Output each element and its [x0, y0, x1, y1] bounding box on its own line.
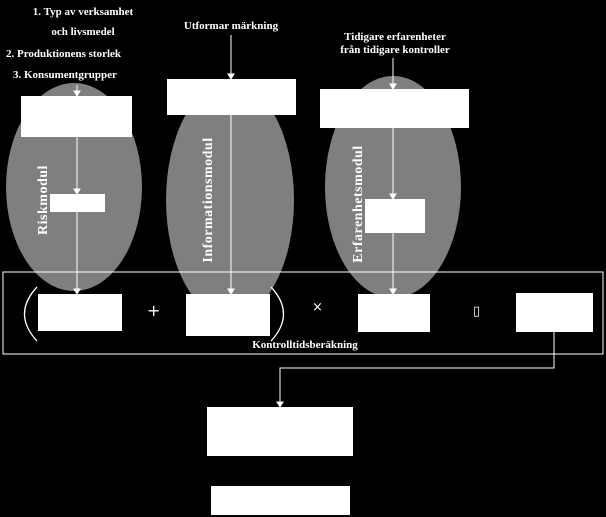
plus-operator: + — [147, 301, 161, 320]
output-box-2 — [211, 486, 350, 515]
result-arrowhead — [276, 401, 284, 408]
calculation-frame — [2, 271, 604, 355]
total-box — [516, 293, 593, 332]
risk-input-line3: 2. Produktionens storlek — [6, 48, 122, 60]
calculation-label: Kontrolltidsberäkning — [252, 339, 358, 351]
risk-result-box — [38, 294, 122, 331]
info-result-box — [186, 294, 270, 336]
risk-arrowhead-3 — [73, 288, 81, 295]
right-parenthesis — [270, 286, 284, 342]
info-module-label: Informationsmodul — [201, 137, 216, 263]
info-arrowhead-1 — [227, 73, 235, 80]
equals-operator: ▯ — [473, 304, 481, 319]
risk-module-label: Riskmodul — [36, 165, 51, 235]
info-input-box — [167, 79, 296, 115]
exp-input-box — [320, 89, 469, 128]
info-arrowhead-2 — [227, 288, 235, 295]
risk-mid-box — [50, 194, 105, 212]
exp-arrowhead-3 — [389, 288, 397, 295]
exp-input-line2: från tidigare kontroller — [340, 44, 450, 56]
exp-arrowhead-1 — [389, 83, 397, 90]
risk-input-line1: 1. Typ av verksamhet — [32, 6, 134, 18]
risk-arrowhead-1 — [73, 90, 81, 97]
exp-result-box — [358, 294, 430, 332]
result-connector — [279, 332, 555, 403]
info-module-ellipse — [166, 82, 294, 318]
info-input-label: Utformar märkning — [183, 20, 279, 32]
risk-input-line2: och livsmedel — [51, 26, 115, 38]
exp-input-line1: Tidigare erfarenheter — [344, 31, 446, 43]
risk-arrowhead-2 — [73, 188, 81, 195]
exp-mid-box — [365, 199, 425, 233]
output-box-1 — [207, 407, 353, 456]
exp-arrowhead-2 — [389, 193, 397, 200]
left-parenthesis — [24, 286, 38, 342]
times-operator: × — [312, 300, 323, 315]
risk-input-box — [21, 96, 132, 137]
exp-module-label: Erfarenhetsmodul — [351, 145, 366, 263]
risk-input-line4: 3. Konsumentgrupper — [13, 69, 117, 81]
